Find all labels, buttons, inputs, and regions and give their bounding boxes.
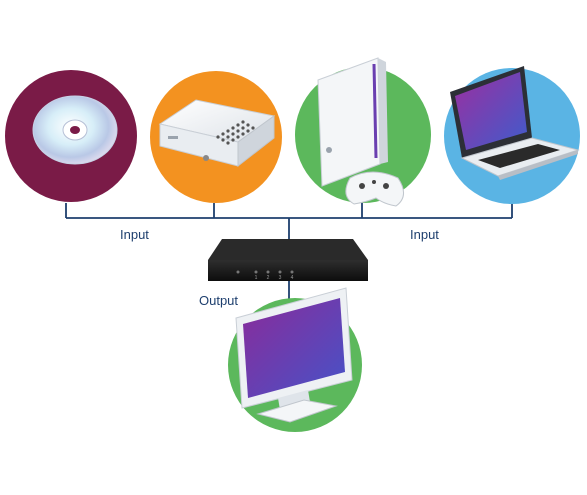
dvd-disc-node (5, 70, 137, 202)
monitor-node (228, 287, 362, 432)
laptop-node (444, 66, 580, 204)
switch-port-label-4: 4 (291, 275, 294, 281)
hdmi-switch: 1 2 3 4 (208, 239, 368, 281)
output-label: Output (199, 293, 239, 308)
input-label-right: Input (410, 227, 439, 242)
switch-port-label-3: 3 (279, 275, 282, 281)
set-top-box-icon (158, 99, 276, 168)
connection-lines (65, 203, 513, 302)
game-console-icon (317, 57, 404, 207)
switch-port-label-2: 2 (267, 275, 270, 281)
set-top-box-node (150, 71, 282, 203)
laptop-icon (450, 66, 580, 180)
switch-port-label-1: 1 (255, 275, 258, 281)
monitor-icon (235, 287, 353, 423)
input-label-left: Input (120, 227, 149, 242)
game-console-node (295, 57, 431, 207)
